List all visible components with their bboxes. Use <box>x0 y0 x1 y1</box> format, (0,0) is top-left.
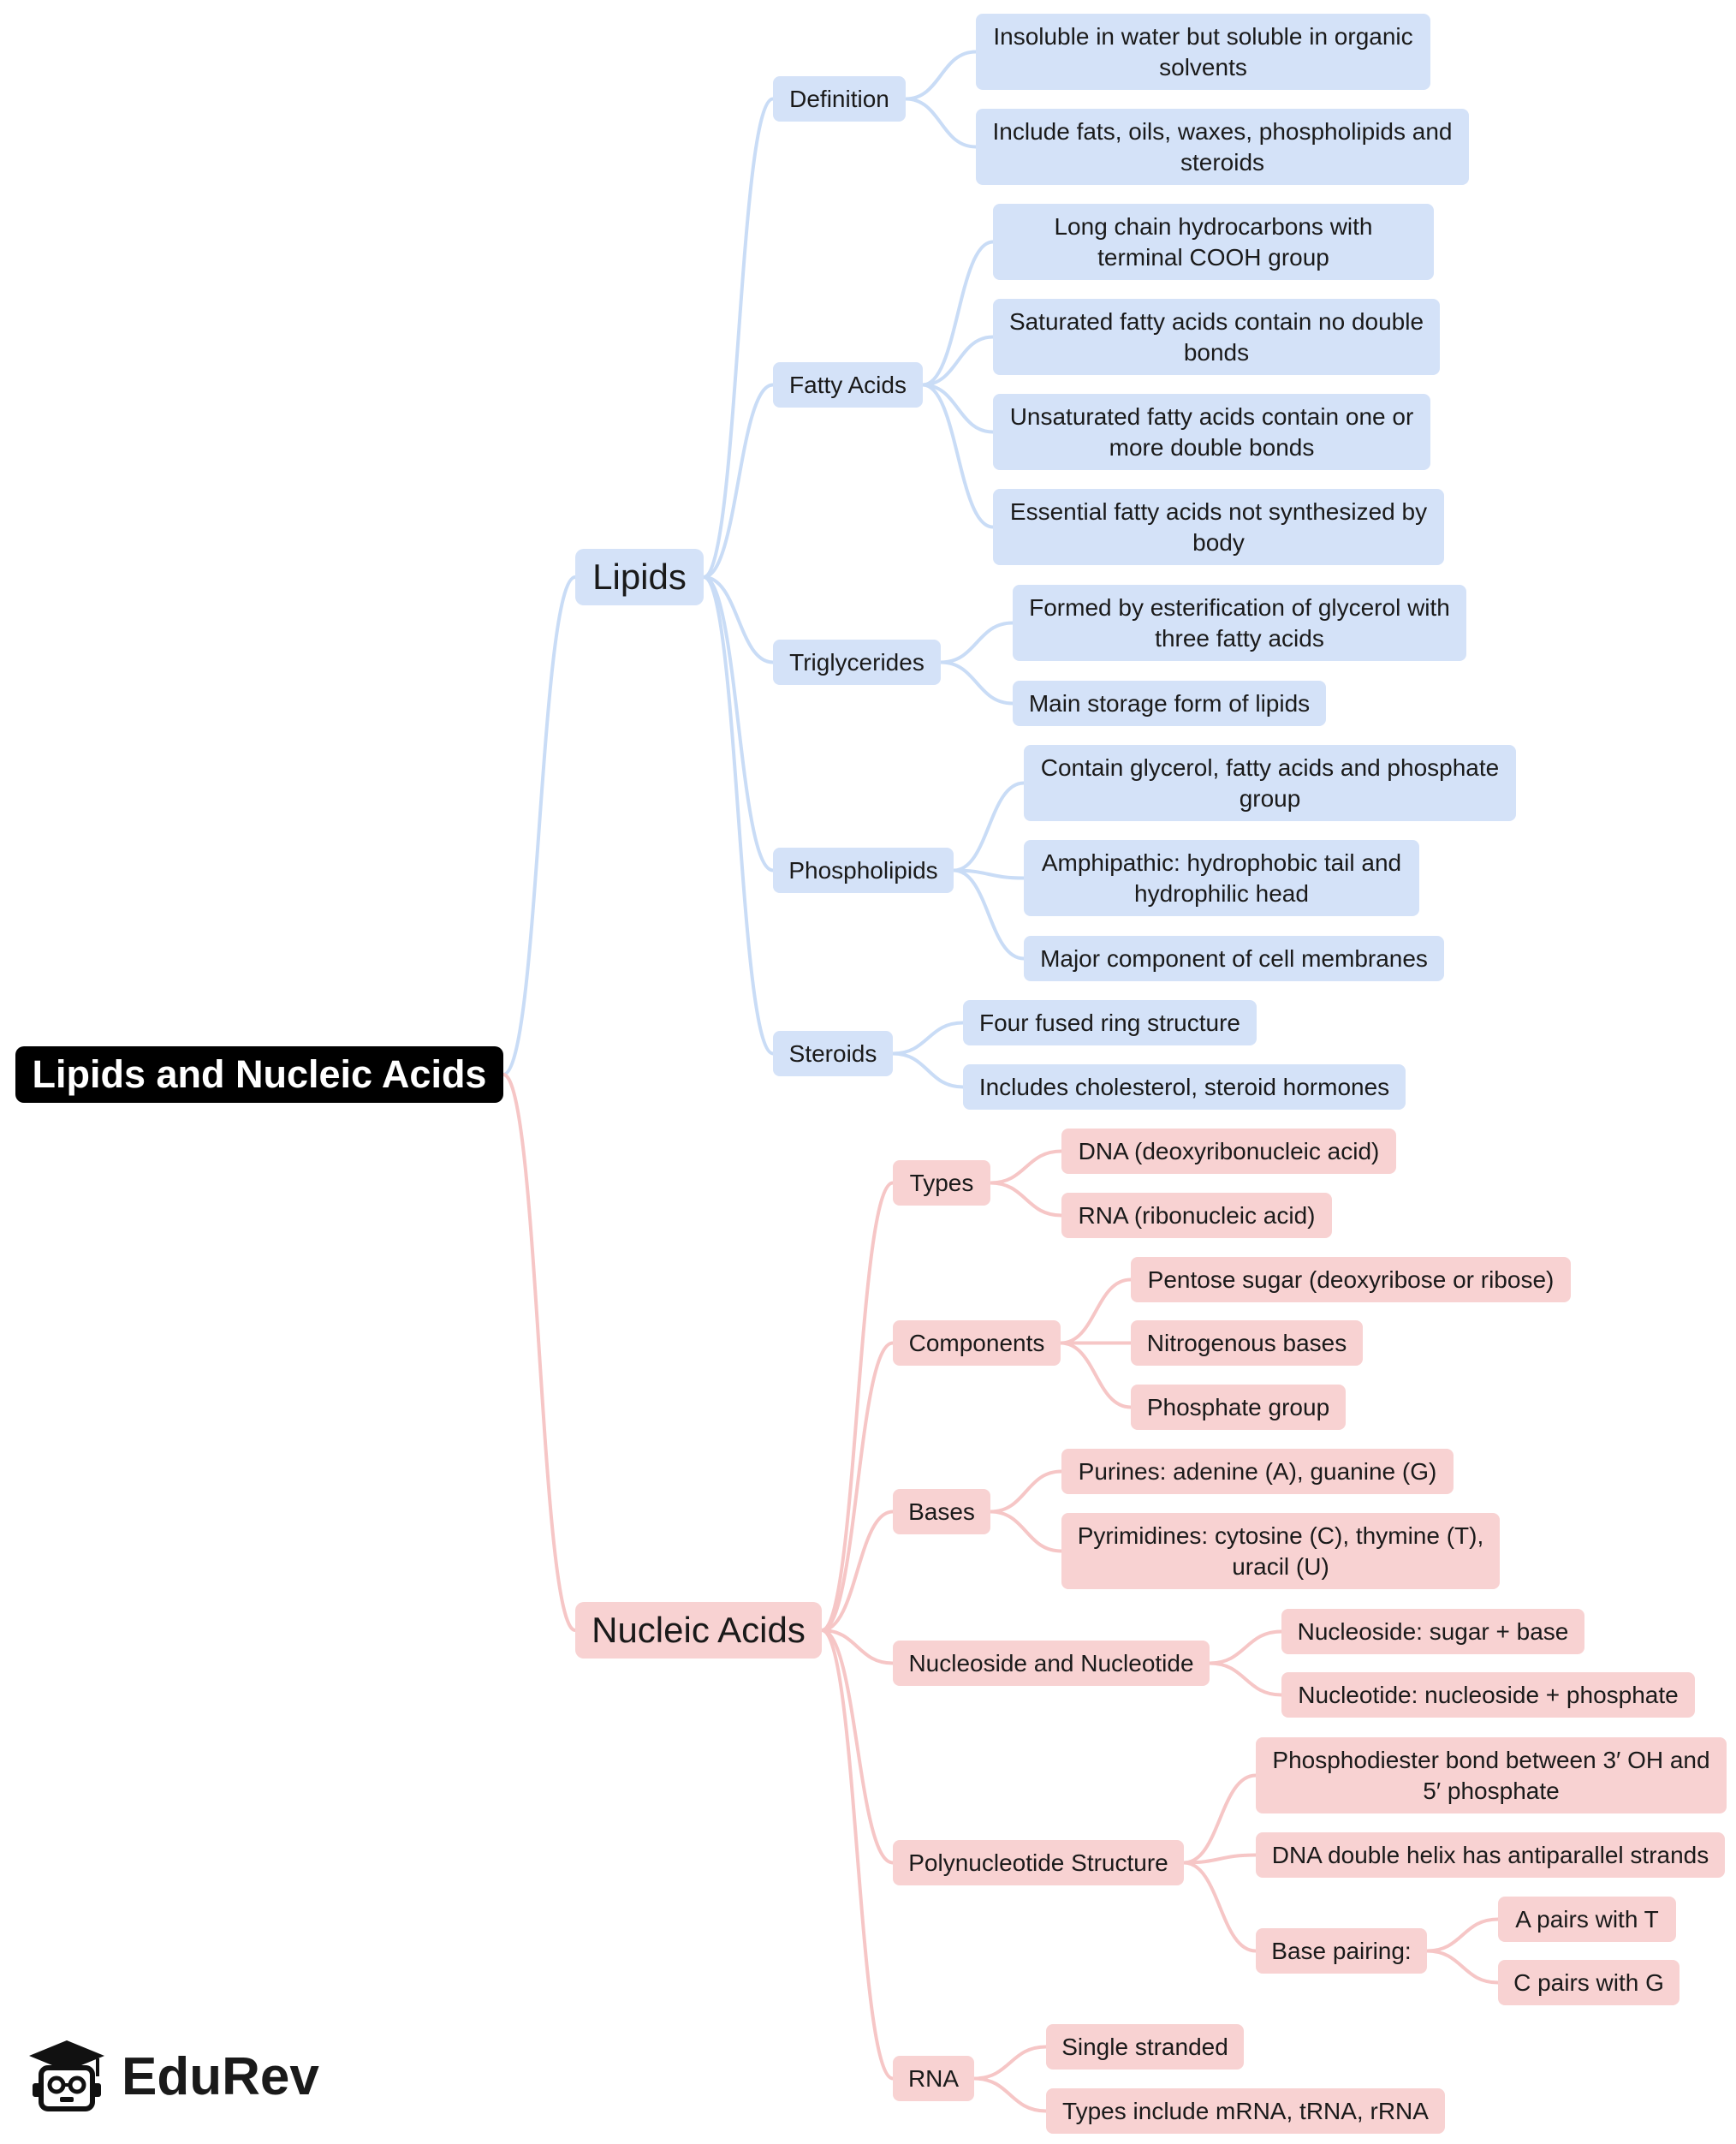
rna-item-1: Single stranded <box>1046 2024 1244 2070</box>
connector-fatty-acids-item-3 <box>921 383 995 434</box>
lipids-node: Lipids <box>575 549 704 605</box>
connector-triglycerides-item-2 <box>939 660 1014 706</box>
connector-nucleic-acids-node <box>502 1073 577 1632</box>
connector-types-item-2 <box>989 1181 1063 1218</box>
polynucleotide-item-2: DNA double helix has antiparallel strand… <box>1256 1832 1725 1878</box>
types-node: Types <box>893 1160 990 1206</box>
connector-components-item-3 <box>1059 1341 1133 1409</box>
connector-polynucleotide-node <box>820 1629 895 1865</box>
connector-steroids-item-1 <box>891 1021 965 1056</box>
phospholipids-node: Phospholipids <box>773 848 954 893</box>
connector-rna-item-2 <box>972 2076 1048 2113</box>
connector-phospholipids-item-2 <box>952 868 1026 880</box>
connector-steroids-node <box>702 575 775 1056</box>
fatty-acids-item-4: Essential fatty acids not synthesized by… <box>993 489 1444 565</box>
connector-steroids-item-2 <box>891 1051 965 1089</box>
connector-polynucleotide-item-1 <box>1182 1773 1257 1865</box>
connector-types-node <box>820 1181 895 1632</box>
fatty-acids-item-1: Long chain hydrocarbons with terminal CO… <box>993 204 1434 280</box>
components-item-3: Phosphate group <box>1131 1385 1346 1430</box>
phospholipids-item-1: Contain glycerol, fatty acids and phosph… <box>1024 745 1516 821</box>
nucleoside-item-1: Nucleoside: sugar + base <box>1281 1609 1584 1654</box>
steroids-item-2: Includes cholesterol, steroid hormones <box>963 1064 1406 1110</box>
connector-definition-item-2 <box>904 97 978 149</box>
connector-nucleoside-item-2 <box>1208 1661 1283 1697</box>
bases-item-2: Pyrimidines: cytosine (C), thymine (T), … <box>1061 1513 1500 1589</box>
fatty-acids-item-3: Unsaturated fatty acids contain one or m… <box>993 394 1430 470</box>
connector-fatty-acids-item-4 <box>921 383 995 529</box>
connector-phospholipids-item-3 <box>952 868 1026 961</box>
rna-item-2: Types include mRNA, tRNA, rRNA <box>1046 2088 1445 2134</box>
nucleoside-item-2: Nucleotide: nucleoside + phosphate <box>1281 1672 1695 1718</box>
root-node: Lipids and Nucleic Acids <box>15 1046 503 1103</box>
components-item-1: Pentose sugar (deoxyribose or ribose) <box>1131 1257 1571 1302</box>
connector-base-pairing-node <box>1182 1861 1257 1953</box>
types-item-1: DNA (deoxyribonucleic acid) <box>1061 1129 1396 1174</box>
connector-definition-item-1 <box>904 50 978 101</box>
connector-types-item-1 <box>989 1149 1063 1185</box>
logo-text: EduRev <box>122 2046 319 2106</box>
polynucleotide-node: Polynucleotide Structure <box>893 1840 1184 1885</box>
polynucleotide-item-1: Phosphodiester bond between 3′ OH and 5′… <box>1256 1737 1727 1813</box>
connector-triglycerides-item-1 <box>939 621 1014 664</box>
connector-fatty-acids-item-1 <box>921 240 995 387</box>
connector-fatty-acids-node <box>702 383 775 579</box>
triglycerides-item-2: Main storage form of lipids <box>1013 681 1326 726</box>
connector-phospholipids-item-1 <box>952 781 1026 872</box>
definition-item-1: Insoluble in water but soluble in organi… <box>976 14 1430 90</box>
definition-node: Definition <box>773 76 906 122</box>
triglycerides-item-1: Formed by esterification of glycerol wit… <box>1013 585 1466 661</box>
fatty-acids-node: Fatty Acids <box>773 362 923 408</box>
nucleic-acids-node: Nucleic Acids <box>575 1602 822 1659</box>
connector-definition-node <box>702 97 775 579</box>
base-pairing-item-1: A pairs with T <box>1498 1897 1676 1942</box>
connector-fatty-acids-item-2 <box>921 335 995 387</box>
phospholipids-item-3: Major component of cell membranes <box>1024 936 1444 981</box>
connector-rna-node <box>820 1629 895 2081</box>
nucleoside-nucleotide-node: Nucleoside and Nucleotide <box>893 1641 1210 1686</box>
components-item-2: Nitrogenous bases <box>1131 1320 1363 1366</box>
fatty-acids-item-2: Saturated fatty acids contain no double … <box>993 299 1440 375</box>
base-pairing-item-2: C pairs with G <box>1498 1960 1680 2005</box>
connector-phospholipids-node <box>702 575 775 872</box>
connector-rna-item-1 <box>972 2045 1048 2081</box>
rna-node: RNA <box>893 2056 974 2101</box>
connector-nucleoside-nucleotide-node <box>820 1629 895 1665</box>
connector-components-node <box>820 1341 895 1632</box>
base-pairing-node: Base pairing: <box>1256 1928 1427 1974</box>
connector-triglycerides-node <box>702 575 775 664</box>
connector-nucleoside-item-1 <box>1208 1629 1283 1665</box>
steroids-item-1: Four fused ring structure <box>963 1000 1257 1045</box>
connector-polynucleotide-item-2 <box>1182 1853 1257 1865</box>
types-item-2: RNA (ribonucleic acid) <box>1061 1193 1332 1238</box>
connector-lipids-node <box>502 575 577 1076</box>
connector-base-pairing-item-2 <box>1425 1949 1500 1985</box>
phospholipids-item-2: Amphipathic: hydrophobic tail and hydrop… <box>1024 840 1419 916</box>
triglycerides-node: Triglycerides <box>773 640 941 685</box>
edurev-logo: EduRev <box>26 2029 319 2123</box>
connector-bases-node <box>820 1510 895 1632</box>
connector-bases-item-1 <box>989 1469 1063 1514</box>
definition-item-2: Include fats, oils, waxes, phospholipids… <box>976 109 1469 185</box>
components-node: Components <box>893 1320 1061 1366</box>
connector-components-item-1 <box>1059 1277 1133 1345</box>
steroids-node: Steroids <box>773 1031 893 1076</box>
graduation-cap-mascot-icon <box>29 2040 104 2111</box>
bases-item-1: Purines: adenine (A), guanine (G) <box>1061 1449 1454 1494</box>
connector-bases-item-2 <box>989 1510 1063 1553</box>
connector-base-pairing-item-1 <box>1425 1917 1500 1953</box>
bases-node: Bases <box>893 1489 990 1534</box>
